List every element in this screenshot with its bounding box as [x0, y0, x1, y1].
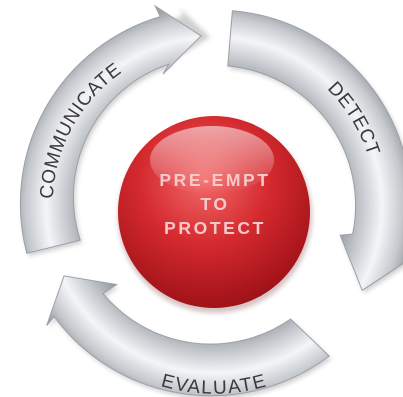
- center-line-1: PRE-EMPT: [159, 170, 270, 190]
- detect-arrow: [227, 10, 403, 292]
- communicate-arrow: [19, 4, 202, 254]
- center-line-2: TO: [200, 194, 229, 214]
- evaluate-arrow: [46, 275, 330, 397]
- center-ball: [118, 116, 312, 313]
- center-line-3: PROTECT: [164, 218, 266, 238]
